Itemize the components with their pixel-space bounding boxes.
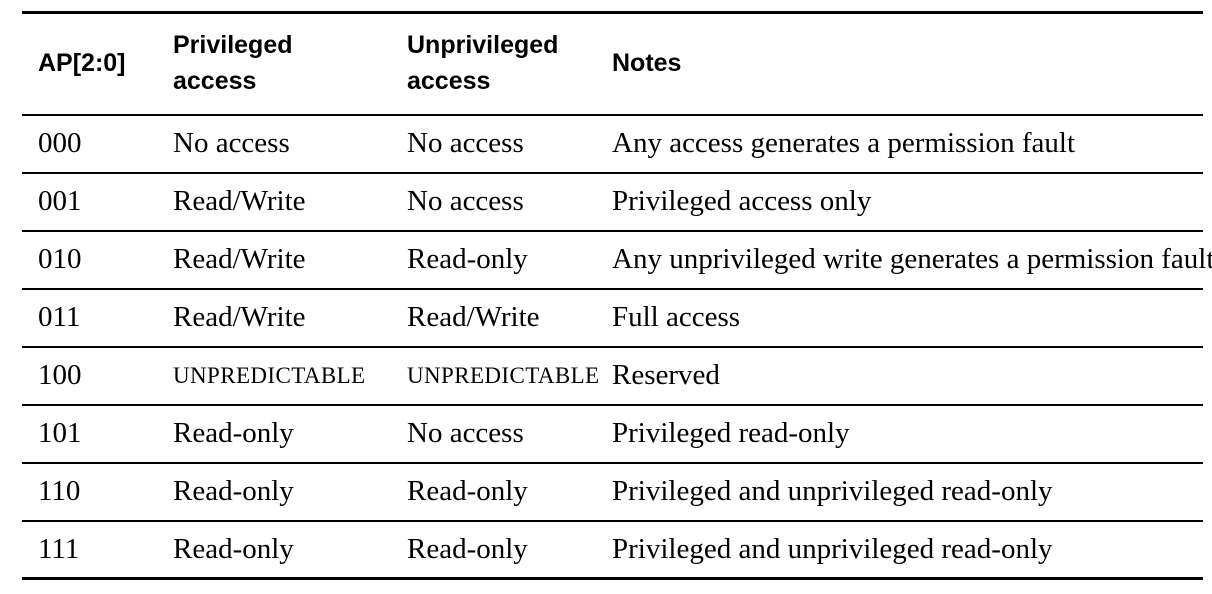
cell-unprivileged: Read-only [407,532,528,565]
cell-privileged: Read/Write [157,288,391,348]
table-row: 011 Read/Write Read/Write Full access [22,288,1203,348]
cell-notes: Privileged and unprivileged read-only [596,462,1203,522]
cell-ap: 111 [38,532,80,565]
cell-privileged: Read/Write [157,230,391,290]
column-header-ap: AP[2:0] [22,12,157,116]
table-row: 100 UNPREDICTABLE UNPREDICTABLE Reserved [22,346,1203,406]
table-row: 000 No access No access Any access gener… [22,114,1203,174]
table-row: 101 Read-only No access Privileged read-… [22,404,1203,464]
cell-unprivileged: UNPREDICTABLE [391,346,599,406]
cell-privileged: Read-only [157,462,391,522]
cell-unprivileged: No access [391,114,596,174]
table-row: 110 Read-only Read-only Privileged and u… [22,462,1203,522]
cell-notes: Privileged read-only [596,404,1203,464]
cell-notes: Full access [596,288,1203,348]
cell-privileged: UNPREDICTABLE [157,346,391,406]
column-header-privileged: Privileged access [157,12,391,116]
column-header-unprivileged: Unprivileged access [391,12,596,116]
cell-ap: 110 [22,462,157,522]
cell-ap: 000 [22,114,157,174]
column-header-notes: Notes [596,12,1203,116]
table-row: 001 Read/Write No access Privileged acce… [22,172,1203,232]
table-row: 111 Read-only Read-only Privileged and u… [22,521,1203,579]
cell-ap: 010 [22,230,157,290]
cell-unprivileged: Read-only [391,462,596,522]
cell-unprivileged: Read-only [391,230,596,290]
cell-ap: 001 [22,172,157,232]
cell-unprivileged: No access [391,404,596,464]
cell-unprivileged: Read/Write [391,288,596,348]
cell-notes: Reserved [596,346,1203,406]
cell-notes: Any unprivileged write generates a permi… [596,230,1212,290]
cell-unprivileged: No access [391,172,596,232]
cell-ap: 011 [22,288,157,348]
cell-ap: 100 [22,346,157,406]
access-permissions-table: AP[2:0] Privileged access Unprivileged a… [22,11,1212,580]
cell-privileged: Read/Write [157,172,391,232]
cell-notes: Any access generates a permission fault [596,114,1203,174]
cell-privileged: Read-only [173,532,294,565]
table-header-row: AP[2:0] Privileged access Unprivileged a… [22,12,1203,116]
cell-privileged: No access [157,114,391,174]
cell-privileged: Read-only [157,404,391,464]
table-row: 010 Read/Write Read-only Any unprivilege… [22,230,1212,290]
cell-notes: Privileged and unprivileged read-only [612,532,1053,565]
cell-notes: Privileged access only [596,172,1203,232]
cell-ap: 101 [22,404,157,464]
